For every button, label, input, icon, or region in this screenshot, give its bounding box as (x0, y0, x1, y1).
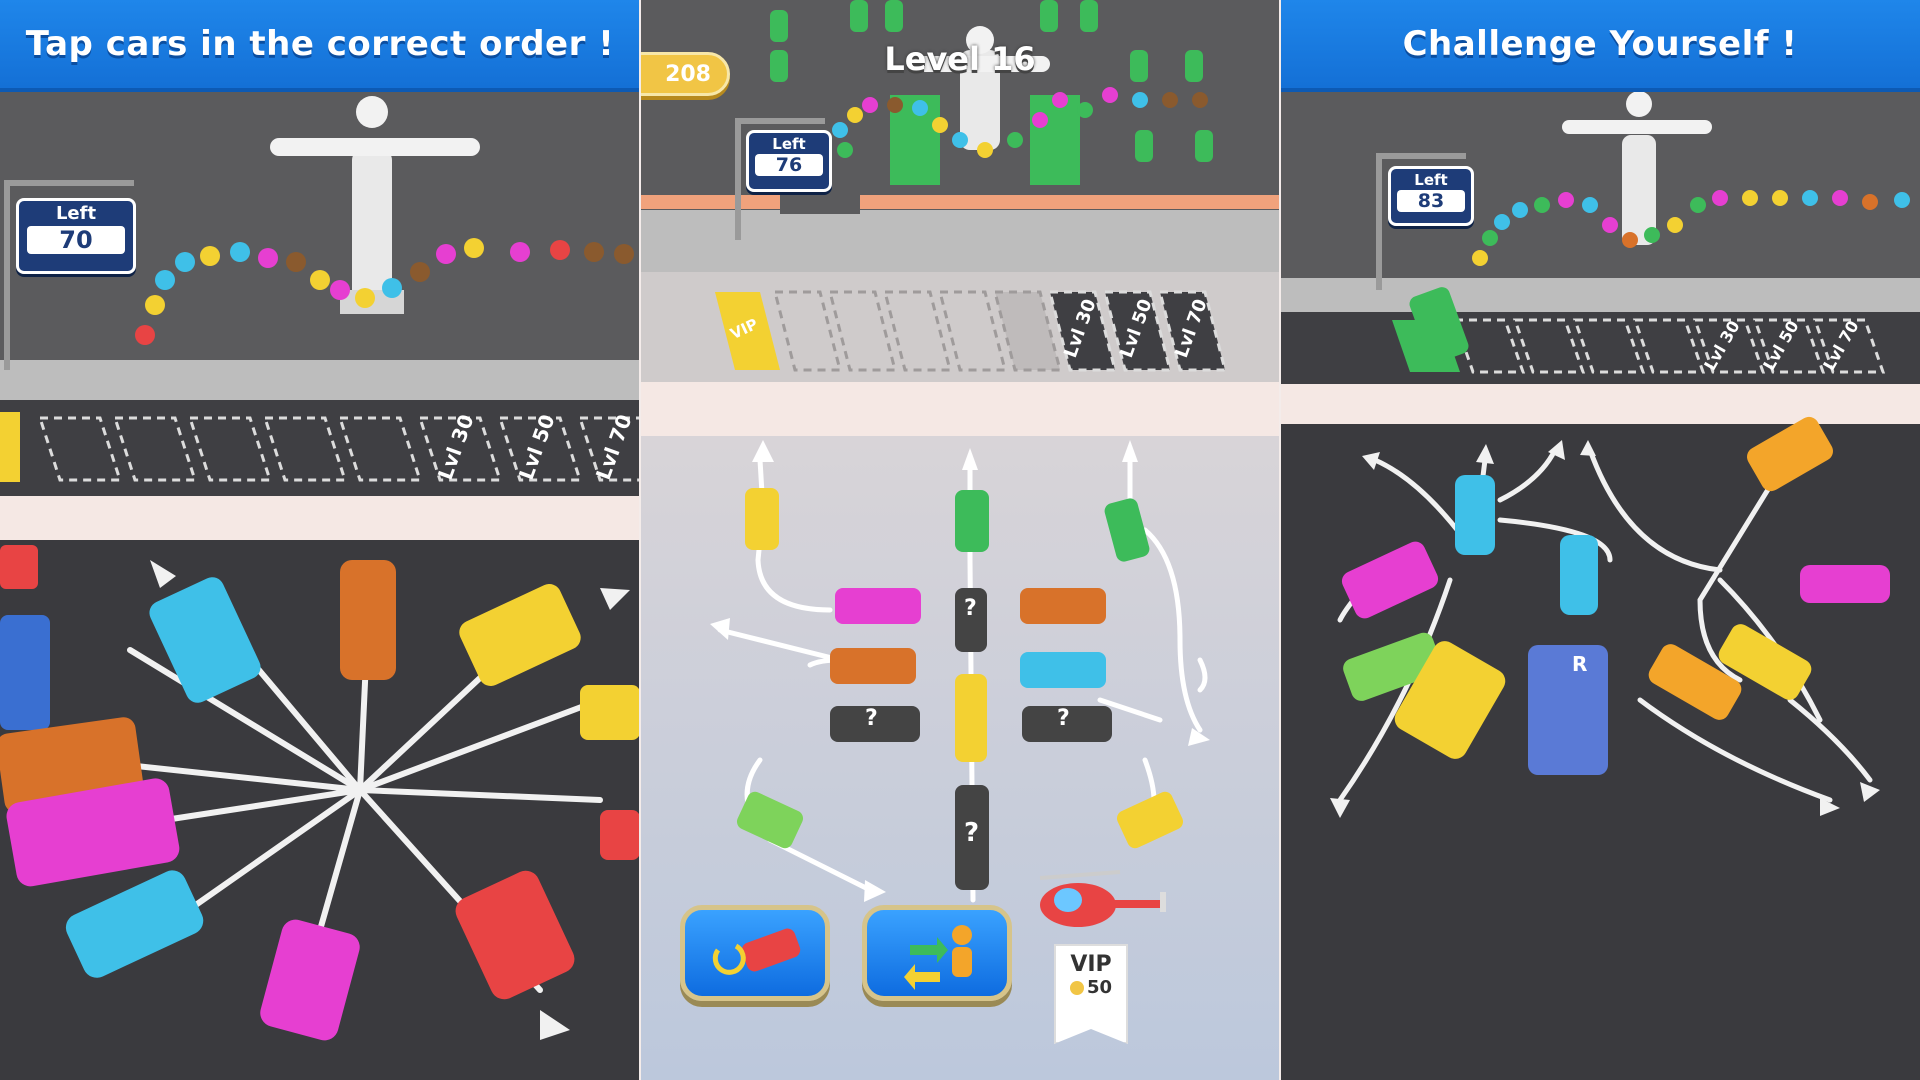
exit-arrows (710, 440, 1210, 902)
vip-label: VIP (1070, 952, 1112, 977)
banner-tap-in-order: Tap cars in the correct order ! (0, 0, 640, 92)
sign-label: Left (55, 203, 97, 224)
helicopter-icon (1039, 870, 1166, 927)
parking-spot-mark: R (1572, 652, 1588, 676)
coin-count: 208 (665, 61, 711, 87)
sidewalk (0, 360, 640, 400)
passengers-left-sign: Left 70 (16, 198, 136, 274)
hedge-pillars (770, 0, 1213, 162)
mystery-car-mark: ? (964, 818, 980, 848)
mystery-car-mark: ? (865, 706, 878, 731)
statue-icon (1562, 91, 1712, 245)
banner-title: Tap cars in the correct order ! (25, 24, 615, 64)
road-divider (0, 496, 640, 540)
vehicles (736, 488, 1184, 890)
vip-cost: 50 (1086, 977, 1113, 998)
passengers-left-sign: Left 83 (1388, 166, 1474, 226)
panel-level-gameplay: 208 Level 16 Left 76 VIP Lvl 30 Lvl 50 L… (640, 0, 1280, 1080)
mystery-car-mark: ? (964, 596, 977, 621)
parking-slots (715, 290, 1227, 372)
sidewalk (640, 210, 1280, 272)
exit-paths (1337, 447, 1873, 803)
shuffle-cars-button[interactable] (680, 905, 830, 1001)
passenger-queue (1472, 190, 1910, 266)
road-divider (1280, 384, 1920, 424)
exit-arrows (150, 560, 630, 1040)
panel1-scene (0, 96, 640, 1041)
vip-offer[interactable]: VIP 50 (1054, 944, 1128, 1044)
mystery-car-mark: ? (1057, 706, 1070, 731)
passenger-queue (135, 238, 634, 345)
panel-divider (1279, 0, 1281, 1080)
banner-title: Challenge Yourself ! (1402, 24, 1798, 64)
sidewalk (1280, 278, 1920, 312)
panel-challenge: Challenge Yourself ! Left 83 Lvl 30 Lvl … (1280, 0, 1920, 1080)
passengers-left-count: 76 (755, 154, 823, 176)
swap-passengers-button[interactable] (862, 905, 1012, 1001)
panel2-scene (640, 0, 1280, 987)
exit-arrows (1330, 440, 1880, 818)
statue-icon (270, 96, 480, 314)
banner-challenge: Challenge Yourself ! (1280, 0, 1920, 92)
passengers-left-sign: Left 76 (746, 130, 832, 192)
vehicles (0, 545, 640, 1041)
panel-tap-in-order: Tap cars in the correct order ! Left 70 … (0, 0, 640, 1080)
coin-balance: 208 (640, 52, 730, 96)
passenger-queue (832, 87, 1208, 158)
sign-label: Left (772, 135, 806, 153)
passengers-left-count: 83 (1397, 190, 1465, 212)
sign-label: Left (1414, 171, 1448, 189)
panel-divider (639, 0, 641, 1080)
statue-icon (890, 26, 1080, 185)
passengers-left-count: 70 (27, 226, 125, 254)
panel3-scene (1330, 91, 1910, 818)
coin-icon (1069, 981, 1084, 995)
vehicles (1341, 287, 1890, 775)
road-divider (640, 382, 1280, 436)
parking-slots (0, 412, 640, 482)
level-title: Level 16 (884, 40, 1036, 78)
